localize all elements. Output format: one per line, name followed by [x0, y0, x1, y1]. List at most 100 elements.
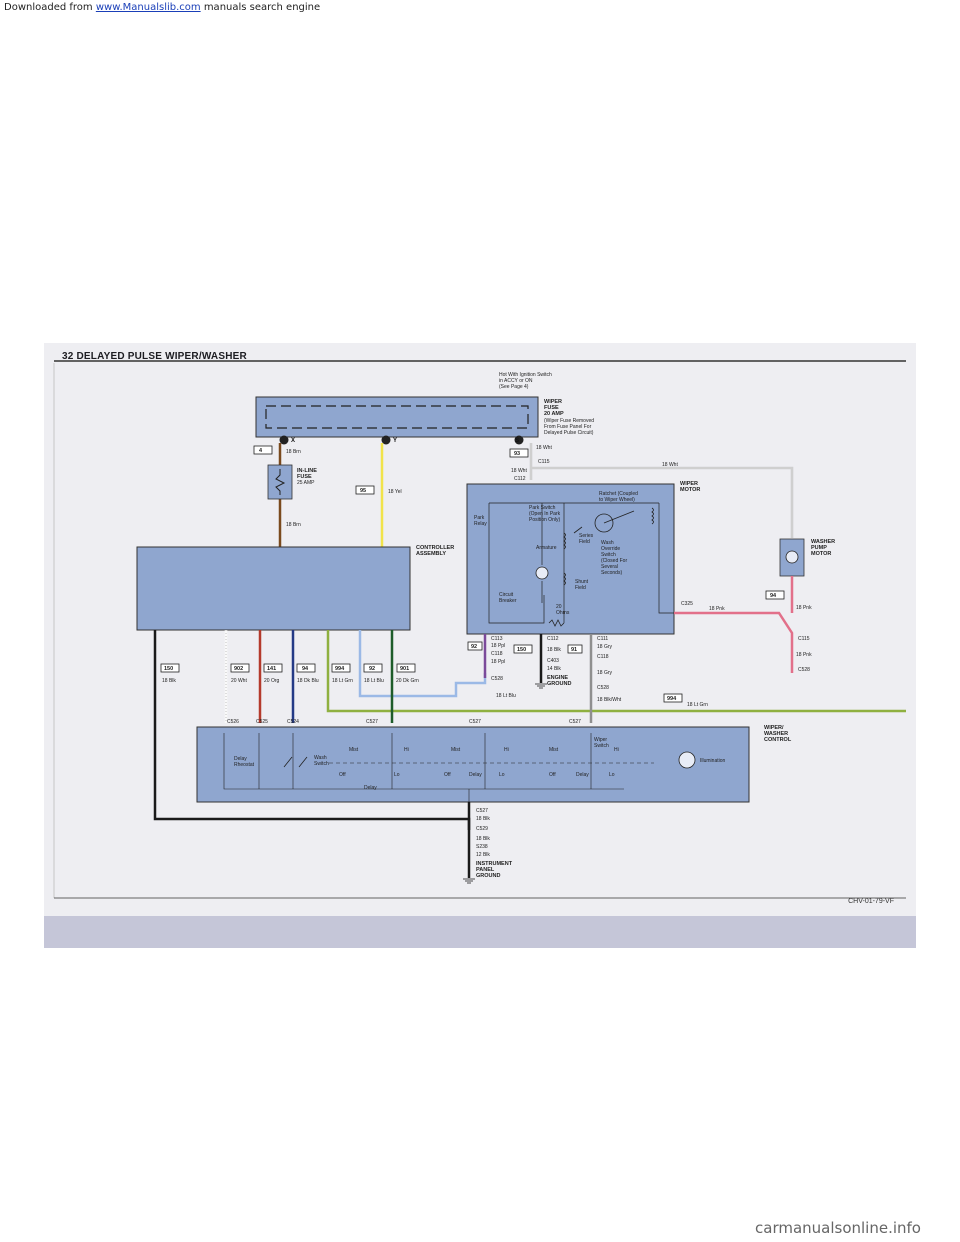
instrument-panel-ground: C527 18 Blk C529 18 Blk S238 12 Blk INST…: [463, 802, 513, 884]
svg-text:C524: C524: [287, 719, 299, 725]
svg-text:FUSE: FUSE: [297, 474, 312, 480]
svg-text:C528: C528: [491, 676, 503, 682]
svg-text:Ratchet (Coupled: Ratchet (Coupled: [599, 491, 638, 497]
footer-watermark: carmanualsonline.info: [755, 1219, 921, 1237]
svg-text:18 Blk: 18 Blk: [162, 678, 176, 684]
svg-text:12 Blk: 12 Blk: [476, 852, 490, 858]
wiper-washer-control: WIPER/ WASHER CONTROL C526 C525 C524 C52…: [196, 719, 792, 803]
svg-text:Hi: Hi: [504, 747, 509, 753]
svg-text:Armature: Armature: [536, 545, 557, 551]
page-title: 32 DELAYED PULSE WIPER/WASHER: [62, 351, 247, 362]
svg-text:in ACCY or ON: in ACCY or ON: [499, 378, 533, 384]
svg-text:Delay: Delay: [469, 772, 482, 778]
svg-text:PANEL: PANEL: [476, 867, 495, 873]
svg-text:901: 901: [400, 666, 409, 672]
svg-text:INSTRUMENT: INSTRUMENT: [476, 861, 513, 867]
svg-text:92: 92: [369, 666, 375, 672]
svg-text:18 Wht: 18 Wht: [662, 462, 678, 468]
svg-text:18 Gry: 18 Gry: [597, 670, 613, 676]
header-suffix: manuals search engine: [200, 2, 321, 13]
svg-text:MOTOR: MOTOR: [811, 551, 831, 557]
svg-text:Hot With Ignition Switch: Hot With Ignition Switch: [499, 372, 552, 378]
svg-text:C115: C115: [798, 636, 810, 642]
svg-text:18 Pnk: 18 Pnk: [796, 652, 812, 658]
svg-text:WASHER: WASHER: [811, 539, 835, 545]
svg-text:Breaker: Breaker: [499, 598, 517, 604]
svg-text:Wash: Wash: [314, 755, 327, 761]
svg-text:WASHER: WASHER: [764, 731, 788, 737]
svg-text:18 Lt Blu: 18 Lt Blu: [364, 678, 384, 684]
svg-text:20: 20: [556, 604, 562, 610]
svg-text:WIPER/: WIPER/: [764, 725, 784, 731]
svg-text:C527: C527: [366, 719, 378, 725]
svg-text:GROUND: GROUND: [476, 873, 500, 879]
svg-text:150: 150: [164, 666, 173, 672]
svg-text:S238: S238: [476, 844, 488, 850]
wiper-motor: WIPER MOTOR Park Relay Park Switch (Open…: [466, 481, 700, 635]
svg-text:C528: C528: [597, 685, 609, 691]
svg-text:WIPER: WIPER: [544, 399, 562, 405]
svg-text:Lo: Lo: [394, 772, 400, 778]
svg-text:20 Dk Grn: 20 Dk Grn: [396, 678, 419, 684]
svg-text:14 Blk: 14 Blk: [547, 666, 561, 672]
svg-text:902: 902: [234, 666, 243, 672]
svg-text:94: 94: [302, 666, 309, 672]
manualslib-link[interactable]: www.Manualslib.com: [95, 2, 201, 13]
svg-text:(See Page 4): (See Page 4): [499, 384, 529, 390]
svg-text:Override: Override: [601, 546, 620, 552]
svg-text:20 AMP: 20 AMP: [544, 411, 564, 417]
svg-text:IN-LINE: IN-LINE: [297, 468, 317, 474]
svg-text:18 Pnk: 18 Pnk: [709, 606, 725, 612]
wiring-diagram: Hot With Ignition Switch in ACCY or ON (…: [44, 360, 916, 948]
svg-text:Mist: Mist: [349, 747, 359, 753]
download-header: Downloaded from www.Manualslib.com manua…: [4, 2, 320, 13]
svg-text:18 Gry: 18 Gry: [597, 644, 613, 650]
svg-text:C403: C403: [547, 658, 559, 664]
washer-pump-motor: WASHER PUMP MOTOR: [779, 538, 835, 577]
circuit-94-pink: 94 18 Pnk 18 Pnk C325 C115 18 Pnk C528: [674, 576, 812, 673]
svg-text:18 Lt Grn: 18 Lt Grn: [332, 678, 353, 684]
svg-text:C526: C526: [227, 719, 239, 725]
svg-text:Off: Off: [444, 772, 451, 778]
svg-text:Lo: Lo: [609, 772, 615, 778]
svg-text:Mist: Mist: [451, 747, 461, 753]
svg-text:18 Lt Blu: 18 Lt Blu: [496, 693, 516, 699]
svg-text:18 Dk Blu: 18 Dk Blu: [297, 678, 319, 684]
svg-text:Series: Series: [579, 533, 594, 539]
svg-text:C527: C527: [476, 808, 488, 814]
svg-text:92: 92: [471, 644, 477, 650]
svg-text:(Closed For: (Closed For: [601, 558, 627, 564]
svg-text:18 Blk/Wht: 18 Blk/Wht: [597, 697, 622, 703]
svg-text:18 Brn: 18 Brn: [286, 522, 301, 528]
svg-text:Position Only): Position Only): [529, 517, 560, 523]
svg-text:to Wiper Wheel): to Wiper Wheel): [599, 497, 635, 503]
svg-text:C113: C113: [491, 636, 503, 642]
terminal-x: X: [291, 438, 295, 444]
svg-text:Shunt: Shunt: [575, 579, 589, 585]
svg-text:18 Blk: 18 Blk: [476, 816, 490, 822]
header-prefix: Downloaded from: [4, 2, 96, 13]
svg-text:GROUND: GROUND: [547, 681, 571, 687]
svg-text:141: 141: [267, 666, 276, 672]
circuit-number-boxes: 150 902 141 94 994 92 901: [160, 663, 416, 673]
svg-text:(Wiper Fuse Removed: (Wiper Fuse Removed: [544, 418, 594, 424]
svg-text:Wash: Wash: [601, 540, 614, 546]
svg-text:994: 994: [335, 666, 345, 672]
svg-text:Illumination: Illumination: [700, 758, 726, 764]
svg-text:Rheostat: Rheostat: [234, 762, 255, 768]
svg-text:Delay: Delay: [576, 772, 589, 778]
svg-text:Delayed Pulse Circuit): Delayed Pulse Circuit): [544, 430, 594, 436]
svg-text:994: 994: [667, 696, 677, 702]
terminal-s: S: [515, 438, 519, 444]
svg-text:Delay: Delay: [234, 756, 247, 762]
svg-text:C527: C527: [469, 719, 481, 725]
svg-text:WIPER: WIPER: [680, 481, 698, 487]
svg-text:Switch: Switch: [594, 743, 609, 749]
svg-text:C525: C525: [256, 719, 268, 725]
svg-text:Switch: Switch: [314, 761, 329, 767]
svg-text:18 Blk: 18 Blk: [547, 647, 561, 653]
terminal-y: Y: [393, 438, 397, 444]
svg-text:18 Wht: 18 Wht: [511, 468, 527, 474]
svg-text:CONTROLLER: CONTROLLER: [416, 545, 454, 551]
svg-text:PUMP: PUMP: [811, 545, 827, 551]
